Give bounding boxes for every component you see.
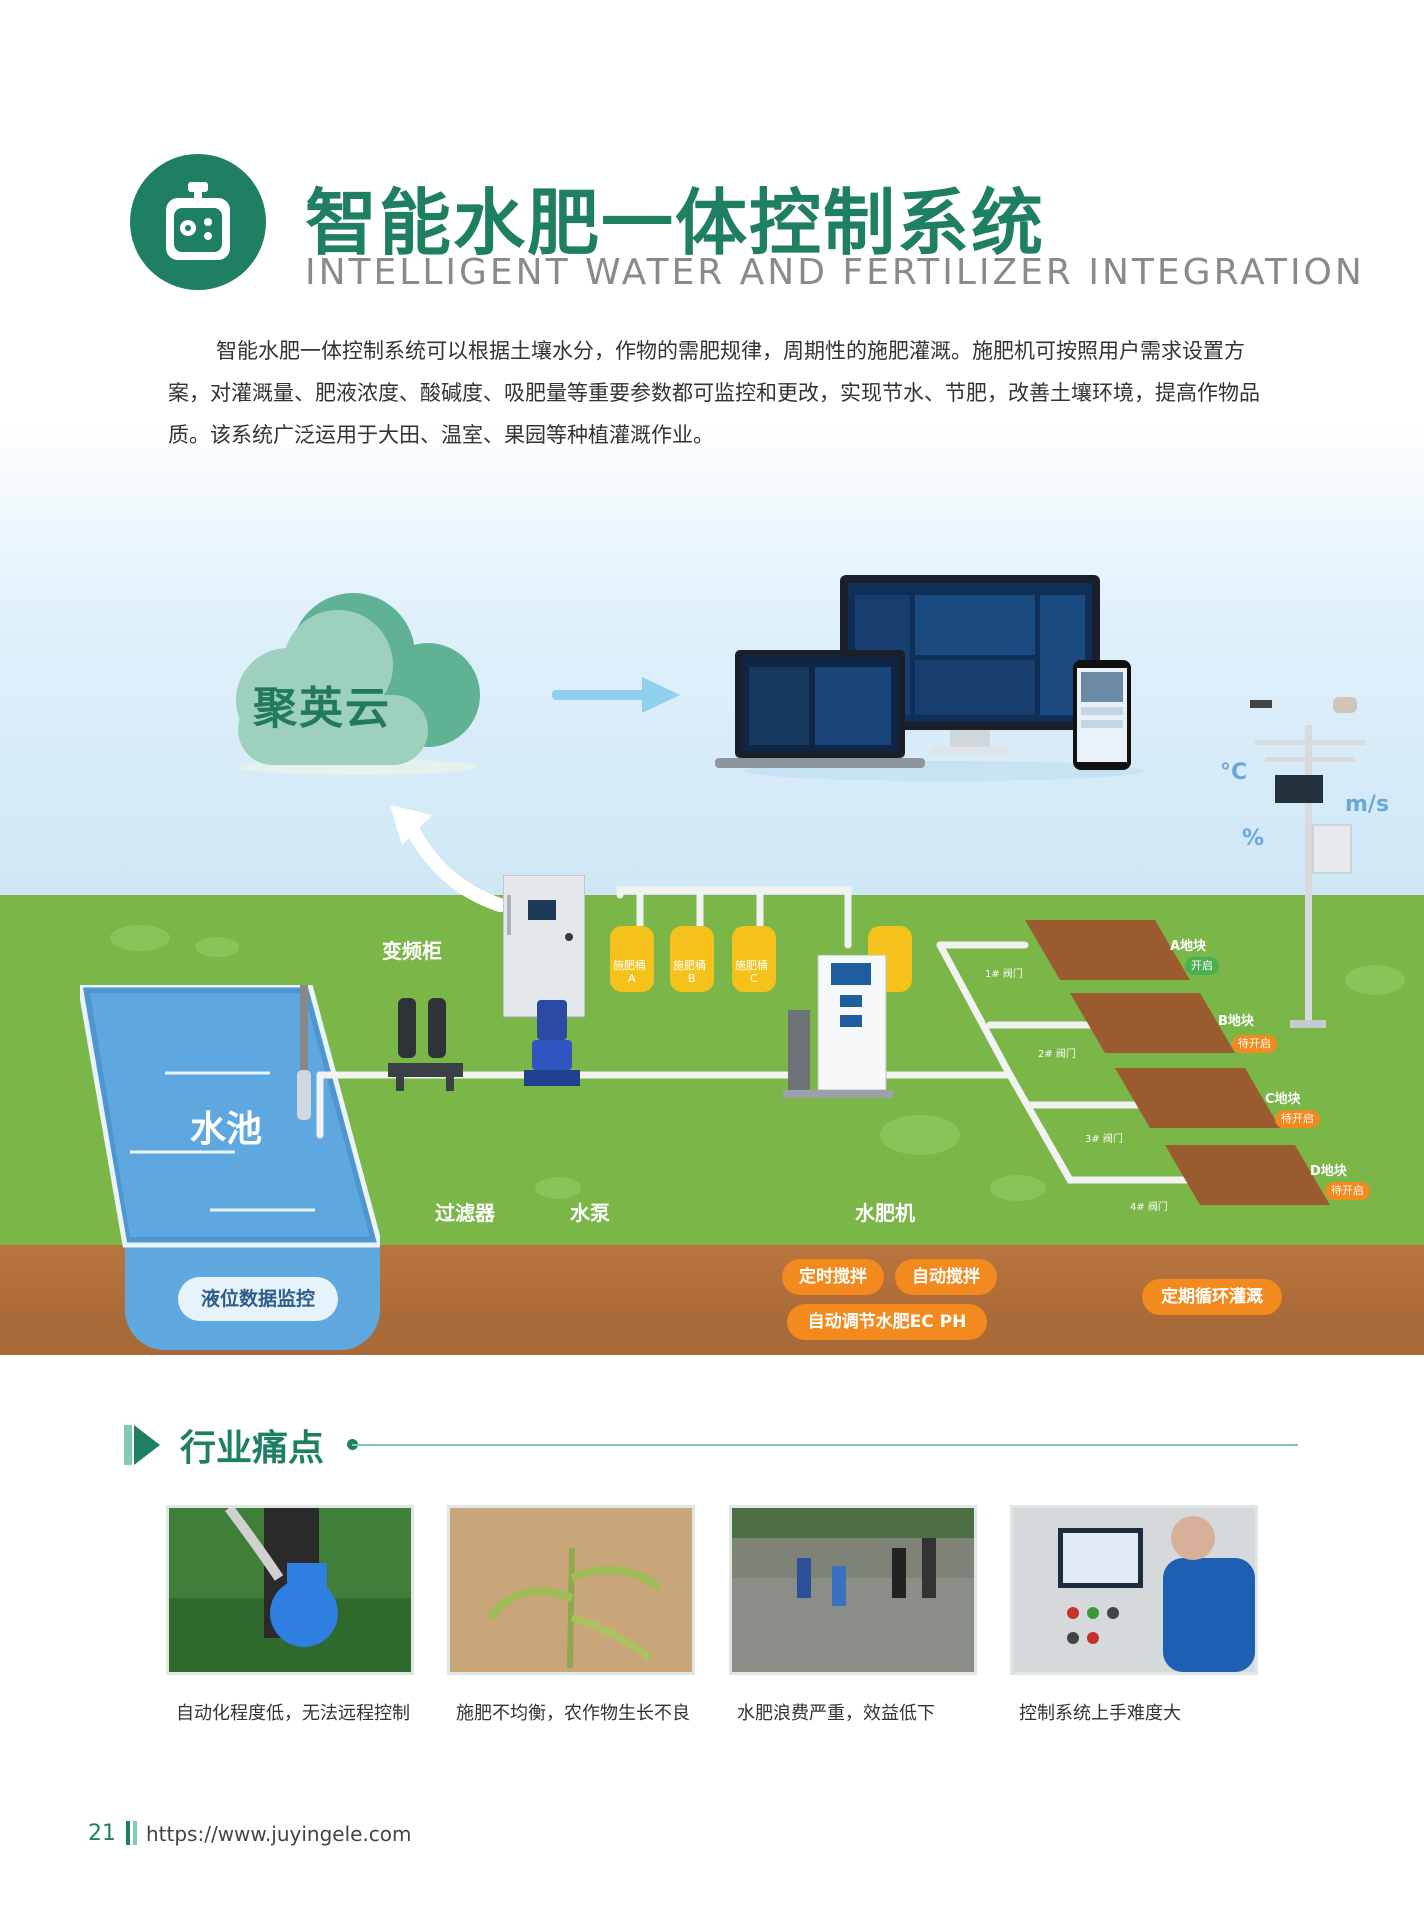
pain-points-title: 行业痛点 [180, 1428, 325, 1469]
bucket-id: B [688, 972, 696, 985]
footer-divider [126, 1821, 130, 1845]
field-b-status: 待开启 [1232, 1035, 1277, 1053]
cycle-irrigation-pill: 定期循环灌溉 [1142, 1279, 1282, 1315]
page-subtitle: INTELLIGENT WATER AND FERTILIZER INTEGRA… [305, 252, 1365, 293]
grass-patch [110, 925, 170, 951]
grass-patch [880, 1115, 960, 1155]
pain-point-caption: 施肥不均衡，农作物生长不良 [456, 1703, 690, 1724]
field-a-status: 开启 [1185, 957, 1219, 975]
pain-point-photo [166, 1505, 414, 1675]
valve-4-label: 4# 阀门 [1130, 1202, 1168, 1213]
field-d-label: D地块 [1310, 1164, 1347, 1179]
manual-watering-photo [169, 1508, 411, 1672]
bucket-name: 施肥桶 [735, 959, 768, 972]
corn-seedling-photo [450, 1508, 692, 1672]
page-title: 智能水肥一体控制系统 [305, 181, 1046, 265]
cloud-icon [236, 593, 480, 775]
water-pump [524, 1000, 580, 1086]
pump-label: 水泵 [570, 1201, 610, 1225]
valve-2-label: 2# 阀门 [1038, 1049, 1076, 1060]
valve-1-label: 1# 阀门 [985, 969, 1023, 980]
bucket-id: A [628, 972, 636, 985]
title-rule [352, 1444, 1298, 1446]
pain-point-photo [729, 1505, 977, 1675]
control-panel-photo [1013, 1508, 1255, 1672]
auto-ec-ph-pill: 自动调节水肥EC PH [787, 1304, 987, 1340]
grass-patch [195, 937, 239, 957]
pain-point-caption: 水肥浪费严重，效益低下 [737, 1703, 935, 1724]
humidity-unit: % [1242, 826, 1265, 851]
cloud-label: 聚英云 [253, 683, 391, 734]
monitoring-devices [715, 575, 1145, 781]
timed-stir-pill: 定时搅拌 [782, 1259, 884, 1295]
temperature-unit: °C [1220, 760, 1248, 785]
pool-label: 水池 [190, 1109, 263, 1150]
bucket-name: 施肥桶 [673, 959, 706, 972]
filter-unit [388, 998, 463, 1091]
field-d-status: 待开启 [1325, 1182, 1370, 1200]
weather-station [1250, 697, 1365, 1028]
grass-patch [990, 1175, 1046, 1201]
frequency-cabinet [503, 875, 585, 1018]
website-link[interactable]: https://www.juyingele.com [146, 1822, 412, 1846]
crop-fields [1025, 920, 1330, 1205]
pain-point-photo [447, 1505, 695, 1675]
bucket-name: 施肥桶 [613, 959, 646, 972]
pain-point-caption: 自动化程度低，无法远程控制 [176, 1703, 410, 1724]
pain-point-photo [1010, 1505, 1258, 1675]
fertilizer-tank-icon [166, 182, 230, 260]
bucket-id: C [750, 972, 758, 985]
arrow-right-icon [552, 677, 680, 713]
play-arrow-icon [124, 1425, 160, 1465]
footer-divider [133, 1821, 137, 1845]
system-logo [130, 154, 266, 290]
flooded-field-photo [732, 1508, 974, 1672]
fertigation-machine [783, 955, 893, 1098]
valve-3-label: 3# 阀门 [1085, 1134, 1123, 1145]
level-monitor-pill: 液位数据监控 [178, 1277, 338, 1321]
page-number: 21 [88, 1821, 116, 1846]
machine-label: 水肥机 [855, 1201, 915, 1225]
field-c-status: 待开启 [1275, 1110, 1320, 1128]
water-pool [80, 985, 380, 1248]
cabinet-label: 变频柜 [382, 939, 442, 963]
auto-stir-pill: 自动搅拌 [895, 1259, 997, 1295]
field-b-label: B地块 [1218, 1014, 1254, 1029]
wind-unit: m/s [1345, 792, 1390, 817]
pain-point-caption: 控制系统上手难度大 [1019, 1703, 1181, 1724]
intro-paragraph: 智能水肥一体控制系统可以根据土壤水分，作物的需肥规律，周期性的施肥灌溉。施肥机可… [168, 339, 1260, 447]
field-c-label: C地块 [1265, 1092, 1301, 1107]
grass-patch [535, 1177, 581, 1199]
arrow-up-icon [390, 805, 507, 912]
filter-label: 过滤器 [435, 1201, 495, 1225]
grass-patch [1345, 965, 1405, 995]
field-a-label: A地块 [1170, 939, 1207, 954]
